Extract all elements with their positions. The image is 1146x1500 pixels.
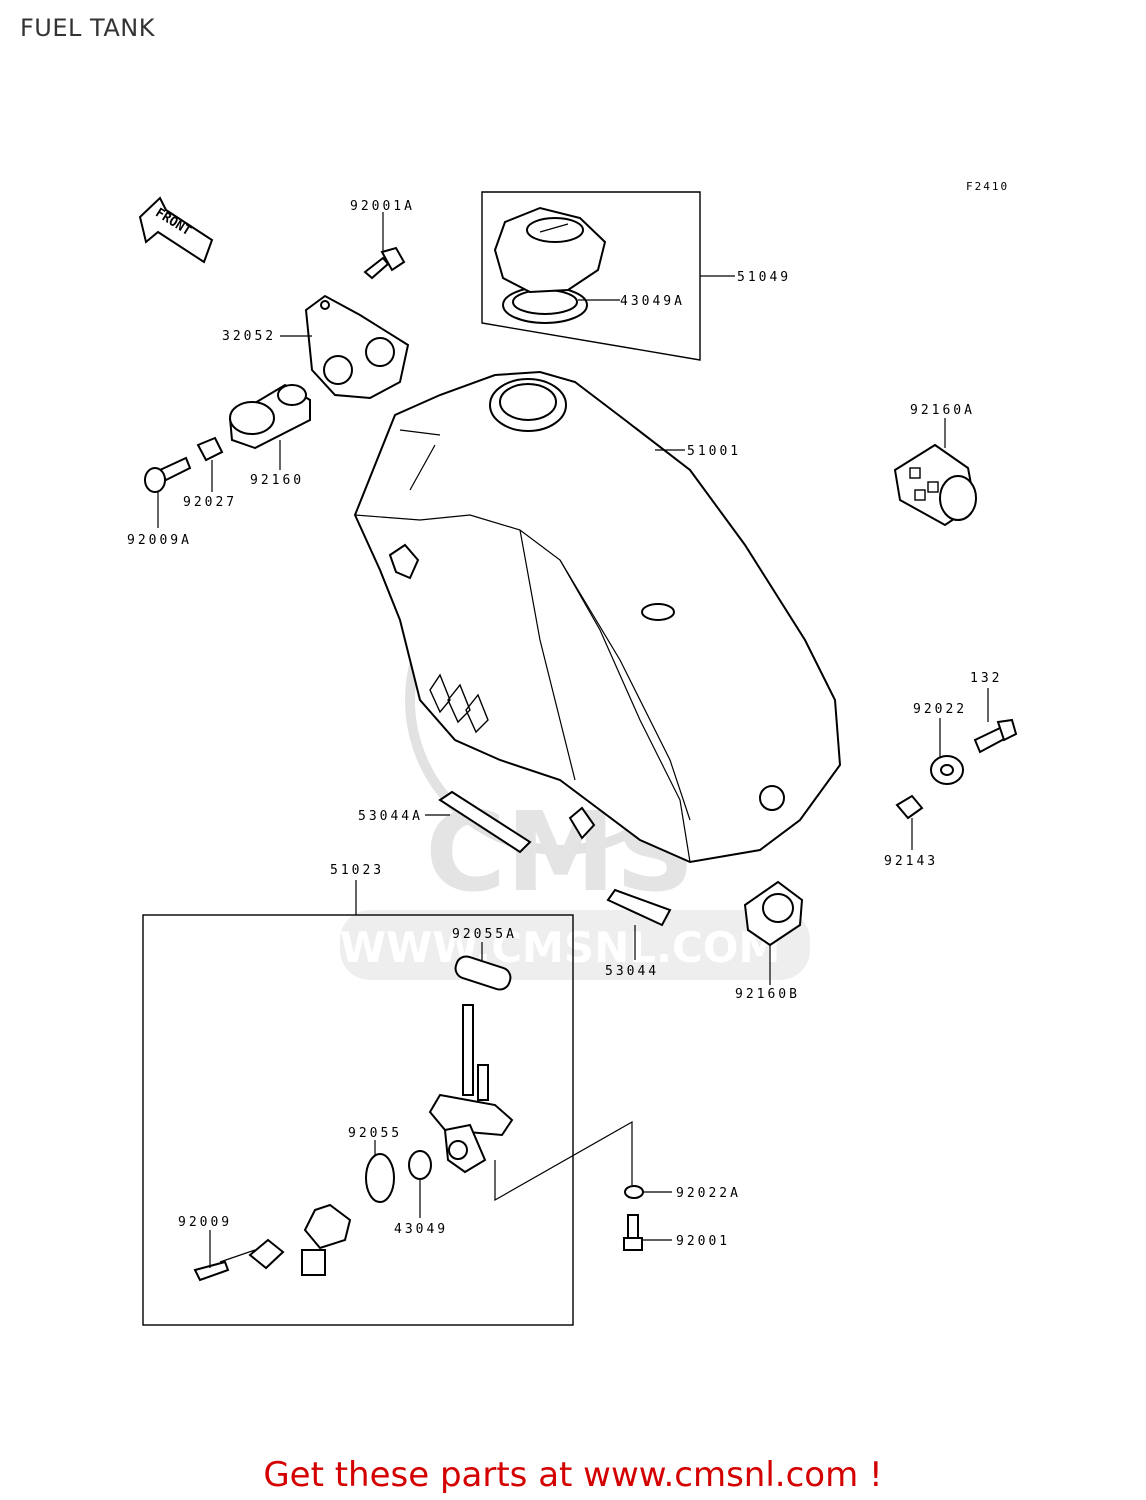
label-92160b: 92160B [735,987,800,1002]
label-53044: 53044 [605,964,659,979]
label-53044a: 53044A [358,809,423,824]
bolt-92001a [363,246,406,280]
damper-92160a [893,443,977,527]
label-92143: 92143 [884,854,938,869]
bracket-32052 [304,294,410,400]
label-92022: 92022 [913,702,967,717]
label-92027: 92027 [183,495,237,510]
part-labels: 92001A 51049 43049A 32052 92160A 51001 9… [127,199,1002,1249]
front-arrow-icon: FRONT [138,196,214,264]
label-92022a: 92022A [676,1186,741,1201]
bolt-92001 [623,1214,643,1251]
promo-link[interactable]: Get these parts at www.cmsnl.com ! [263,1455,883,1495]
label-92009: 92009 [178,1215,232,1230]
collar-92143 [895,794,924,820]
leader-lines [157,212,989,1268]
tube-53044a [438,790,532,854]
washer-92022a [624,1185,644,1199]
label-92055: 92055 [348,1126,402,1141]
label-51023: 51023 [330,863,384,878]
label-92160a: 92160A [910,403,975,418]
pad-53044 [606,888,672,927]
label-92001: 92001 [676,1234,730,1249]
label-92001a: 92001A [350,199,415,214]
collar-92027 [196,436,224,462]
label-43049a: 43049A [620,294,685,309]
label-92009a: 92009A [127,533,192,548]
fuel-cock-assembly [142,914,574,1326]
label-32052: 32052 [222,329,276,344]
watermark-text: WWW.CMSNL.COM [340,923,781,972]
bolt-92009a [144,456,192,493]
page-title: FUEL TANK [20,14,155,42]
damper-92160b [743,880,804,947]
washer-92022 [930,755,964,785]
damper-92160 [228,383,311,450]
label-132: 132 [970,671,1002,686]
label-51001: 51001 [687,444,741,459]
label-92055a: 92055A [452,927,517,942]
label-51049: 51049 [737,270,791,285]
fuel-tank-51001 [353,370,842,864]
label-92160: 92160 [250,473,304,488]
fuel-cap-assembly [481,191,701,361]
bolt-132 [973,718,1018,754]
figure-code: F2410 [966,180,1009,193]
label-43049: 43049 [394,1222,448,1237]
